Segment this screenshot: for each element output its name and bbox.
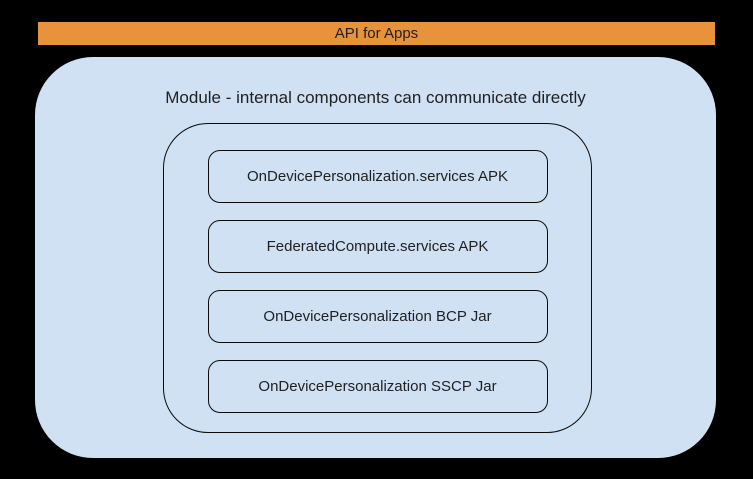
internal-components-group: OnDevicePersonalization.services APK Fed… <box>163 123 592 433</box>
component-label: OnDevicePersonalization SSCP Jar <box>258 378 497 395</box>
component-box-odp-bcp-jar: OnDevicePersonalization BCP Jar <box>207 290 548 343</box>
component-box-odp-sscp-jar: OnDevicePersonalization SSCP Jar <box>207 360 548 413</box>
component-box-odp-services-apk: OnDevicePersonalization.services APK <box>207 150 548 203</box>
module-container: Module - internal components can communi… <box>35 57 716 458</box>
module-title: Module - internal components can communi… <box>165 88 586 107</box>
component-box-federatedcompute-services-apk: FederatedCompute.services APK <box>207 220 548 273</box>
component-label: FederatedCompute.services APK <box>266 238 489 255</box>
api-banner-label: API for Apps <box>334 25 419 42</box>
api-for-apps-banner: API for Apps <box>38 22 715 45</box>
component-label: OnDevicePersonalization BCP Jar <box>263 308 492 325</box>
component-label: OnDevicePersonalization.services APK <box>247 168 508 185</box>
